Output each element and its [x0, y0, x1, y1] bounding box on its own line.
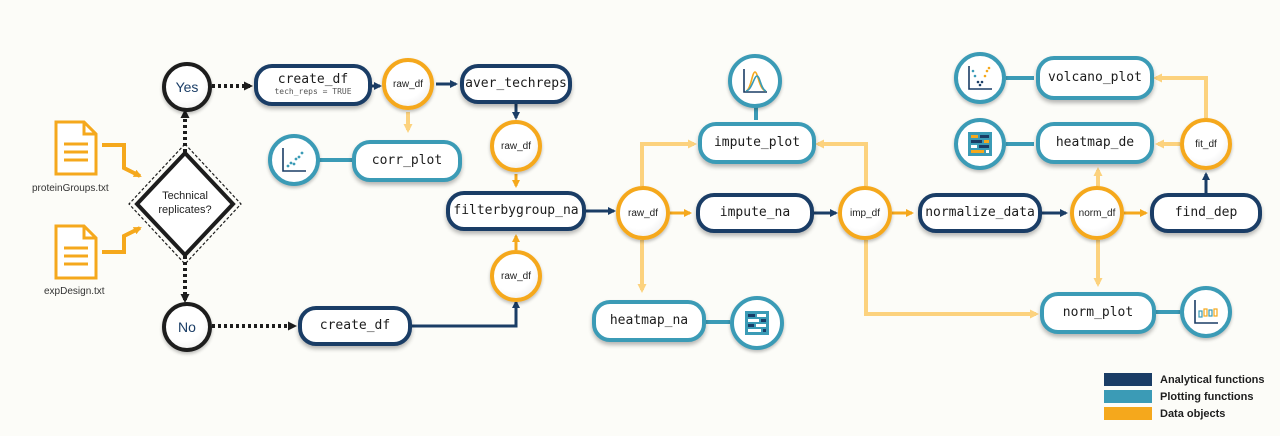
heatmap-de-icon: [954, 118, 1006, 170]
yes-node: Yes: [162, 62, 212, 112]
legend-label-plotting: Plotting functions: [1160, 390, 1254, 403]
normalize-data-node: normalize_data: [918, 193, 1042, 233]
volcano-plot-node: volcano_plot: [1036, 56, 1154, 100]
arrow-impdf-to-norm-plot: [864, 240, 1039, 319]
create-df-bottom-node: create_df: [298, 306, 412, 346]
arrow-fitdf-to-volcano: [1153, 73, 1208, 118]
protein-groups-label: proteinGroups.txt: [32, 183, 109, 194]
legend-analytical: Analytical functions: [1104, 373, 1265, 386]
arrow-rawdf3-to-impute-plot: [640, 139, 697, 186]
legend-swatch-analytical: [1104, 373, 1152, 386]
fit-df: fit_df: [1180, 118, 1232, 170]
heatmap-na-icon: [730, 296, 784, 350]
arrow-protein-to-decision: [102, 143, 142, 178]
boxplot-icon: [1180, 286, 1232, 338]
scatter-plot-icon: [268, 134, 320, 186]
legend-swatch-data: [1104, 407, 1152, 420]
arrow-impdf-to-impute-plot: [815, 139, 868, 186]
raw-df-2: raw_df: [490, 120, 542, 172]
exp-design-file-icon: [54, 224, 98, 280]
impute-plot-node: impute_plot: [698, 122, 816, 164]
create-df-top-label: create_df: [277, 71, 349, 87]
legend-data: Data objects: [1104, 407, 1225, 420]
norm-df: norm_df: [1070, 186, 1124, 240]
legend-plotting: Plotting functions: [1104, 390, 1253, 403]
impute-na-node: impute_na: [696, 193, 814, 233]
filterbygroup-na-node: filterbygroup_na: [446, 191, 586, 231]
density-plot-icon: [728, 54, 782, 108]
imp-df: imp_df: [838, 186, 892, 240]
raw-df-1: raw_df: [382, 58, 434, 110]
heatmap-na-node: heatmap_na: [592, 300, 706, 342]
arrow-exp-to-decision: [102, 226, 142, 254]
create-df-top-sublabel: tech_reps = TRUE: [274, 87, 352, 97]
decision-line-1: Technical: [162, 190, 208, 203]
decision-line-2: replicates?: [158, 204, 212, 216]
arrow-create-bottom-to-rawdf4: [412, 300, 520, 328]
raw-df-4: raw_df: [490, 250, 542, 302]
legend-swatch-plotting: [1104, 390, 1152, 403]
exp-design-label: expDesign.txt: [44, 286, 105, 297]
legend-label-data: Data objects: [1160, 407, 1226, 420]
legend-label-analytical: Analytical functions: [1160, 373, 1265, 386]
find-dep-node: find_dep: [1150, 193, 1262, 233]
create-df-top-node: create_df tech_reps = TRUE: [254, 64, 372, 106]
heatmap-de-node: heatmap_de: [1036, 122, 1154, 164]
no-node: No: [162, 302, 212, 352]
decision-diamond: [128, 143, 242, 265]
aver-techreps-node: aver_techreps: [460, 64, 572, 104]
protein-groups-file-icon: [54, 120, 98, 176]
raw-df-3: raw_df: [616, 186, 670, 240]
volcano-plot-icon: [954, 52, 1006, 104]
corr-plot-node: corr_plot: [352, 140, 462, 182]
norm-plot-node: norm_plot: [1040, 292, 1156, 334]
